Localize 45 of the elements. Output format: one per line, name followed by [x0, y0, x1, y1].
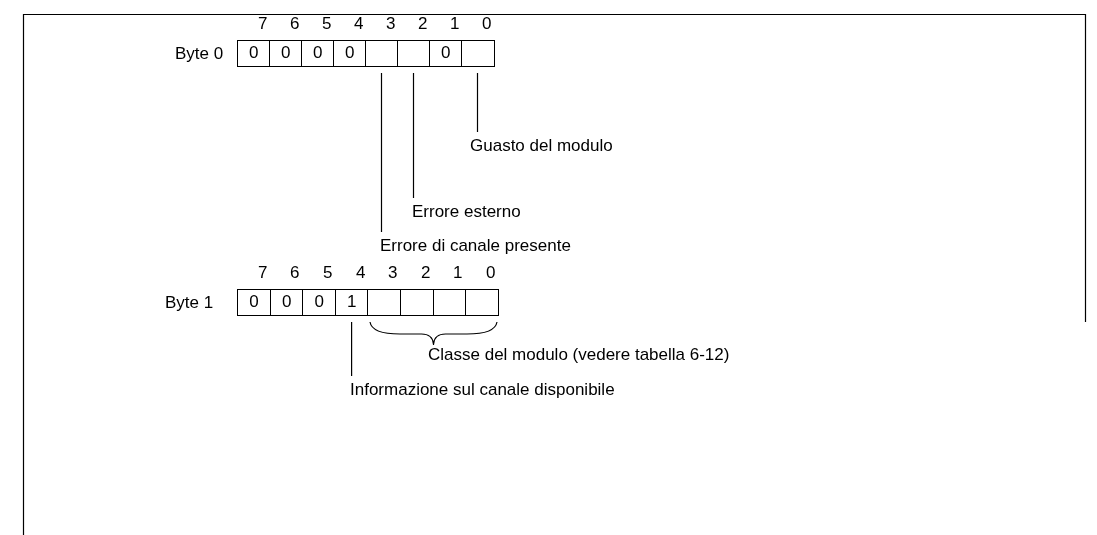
bit-description: Classe del modulo (vedere tabella 6-12) — [428, 345, 730, 364]
bit-cell: 0 — [333, 40, 367, 67]
bit-number: 4 — [354, 14, 364, 33]
bit-cell: 0 — [302, 289, 337, 316]
bit-cell: 1 — [334, 289, 369, 316]
leader-line — [412, 72, 415, 199]
bit-description: Informazione sul canale disponibile — [350, 380, 615, 399]
bit-number: 3 — [386, 14, 396, 33]
byte-label: Byte 1 — [165, 293, 214, 312]
leader-line — [351, 321, 353, 377]
bit-cell — [397, 40, 431, 67]
bit-cell — [461, 40, 495, 67]
byte-label: Byte 0 — [175, 44, 224, 63]
bit-number: 0 — [482, 14, 492, 33]
leader-line — [476, 72, 479, 133]
bit-number: 6 — [290, 14, 300, 33]
leader-line — [432, 340, 435, 346]
bit-number: 7 — [258, 263, 268, 282]
bit-number: 5 — [322, 14, 332, 33]
bit-cell — [465, 289, 500, 316]
bracket — [369, 321, 498, 345]
bit-number: 1 — [450, 14, 460, 33]
bit-number: 0 — [486, 263, 496, 282]
bit-number: 5 — [323, 263, 333, 282]
bit-cell: 0 — [301, 40, 335, 67]
bit-number: 4 — [356, 263, 366, 282]
bit-cell — [400, 289, 435, 316]
bit-cell — [432, 289, 467, 316]
bit-number: 2 — [418, 14, 428, 33]
bit-cell — [367, 289, 402, 316]
leader-line — [380, 72, 383, 233]
bit-number: 7 — [258, 14, 268, 33]
bit-description: Errore di canale presente — [380, 236, 571, 255]
bit-number: 3 — [388, 263, 398, 282]
bit-description: Errore esterno — [412, 202, 521, 221]
bit-cell: 0 — [237, 289, 272, 316]
bit-number: 6 — [290, 263, 300, 282]
bit-cell: 0 — [429, 40, 463, 67]
bit-cell: 0 — [237, 40, 271, 67]
bit-cell: 0 — [269, 40, 303, 67]
bit-number: 2 — [421, 263, 431, 282]
bit-number: 1 — [453, 263, 463, 282]
bit-description: Guasto del modulo — [470, 136, 613, 155]
bit-cell — [365, 40, 399, 67]
bit-cell: 0 — [269, 289, 304, 316]
